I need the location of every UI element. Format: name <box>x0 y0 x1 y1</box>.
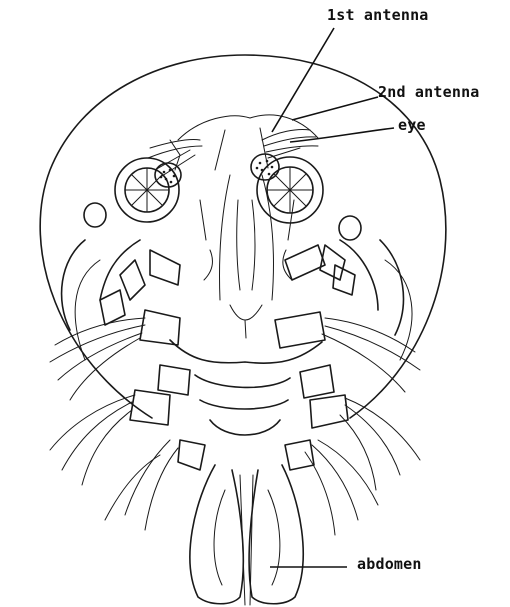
oval-left <box>84 203 106 227</box>
ring-right <box>257 157 323 223</box>
oval-right <box>339 216 361 240</box>
thoracic-legs <box>130 310 348 470</box>
label-1st-antenna: 1st antenna <box>327 6 429 24</box>
label-2nd-antenna: 2nd antenna <box>378 83 480 101</box>
label-abdomen: abdomen <box>357 555 422 573</box>
antenna-right <box>262 129 318 158</box>
leader-2nd-antenna <box>292 97 378 120</box>
eye-right <box>251 154 279 180</box>
ring-left <box>115 158 179 222</box>
carapace-inner-edge <box>75 260 412 360</box>
label-eye: eye <box>398 116 426 134</box>
leader-eye <box>290 128 394 142</box>
carapace-outline <box>40 55 446 418</box>
abdomen-body <box>190 465 303 605</box>
frontal-region <box>178 115 318 338</box>
